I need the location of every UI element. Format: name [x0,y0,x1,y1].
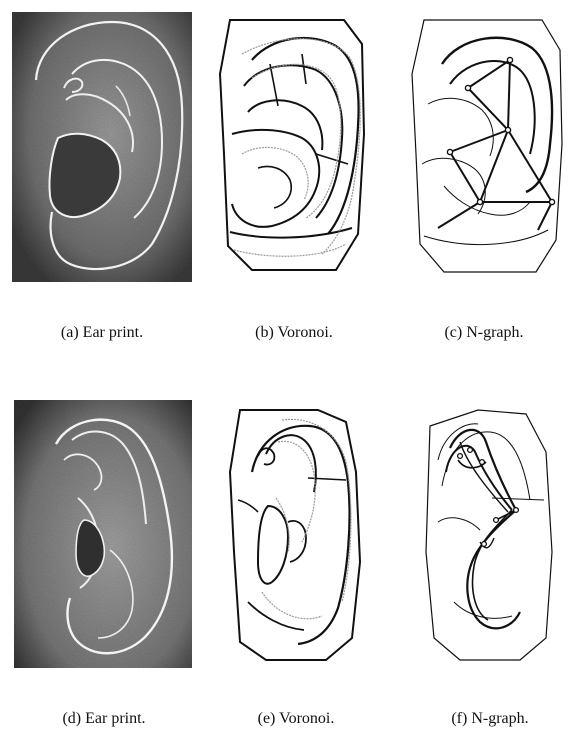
ear-print-photo-a [12,12,192,282]
caption-d: (d) Ear print. [24,710,184,728]
caption-c: (c) N-graph. [404,324,564,342]
voronoi-diagram-e [222,402,370,666]
n-graph-c [398,14,568,276]
caption-b: (b) Voronoi. [214,324,374,342]
caption-a: (a) Ear print. [22,324,182,342]
n-graph-f [420,402,560,666]
caption-f: (f) N-graph. [410,710,569,728]
ear-print-photo-d [14,400,192,668]
caption-e: (e) Voronoi. [216,710,376,728]
voronoi-diagram-b [212,14,372,276]
